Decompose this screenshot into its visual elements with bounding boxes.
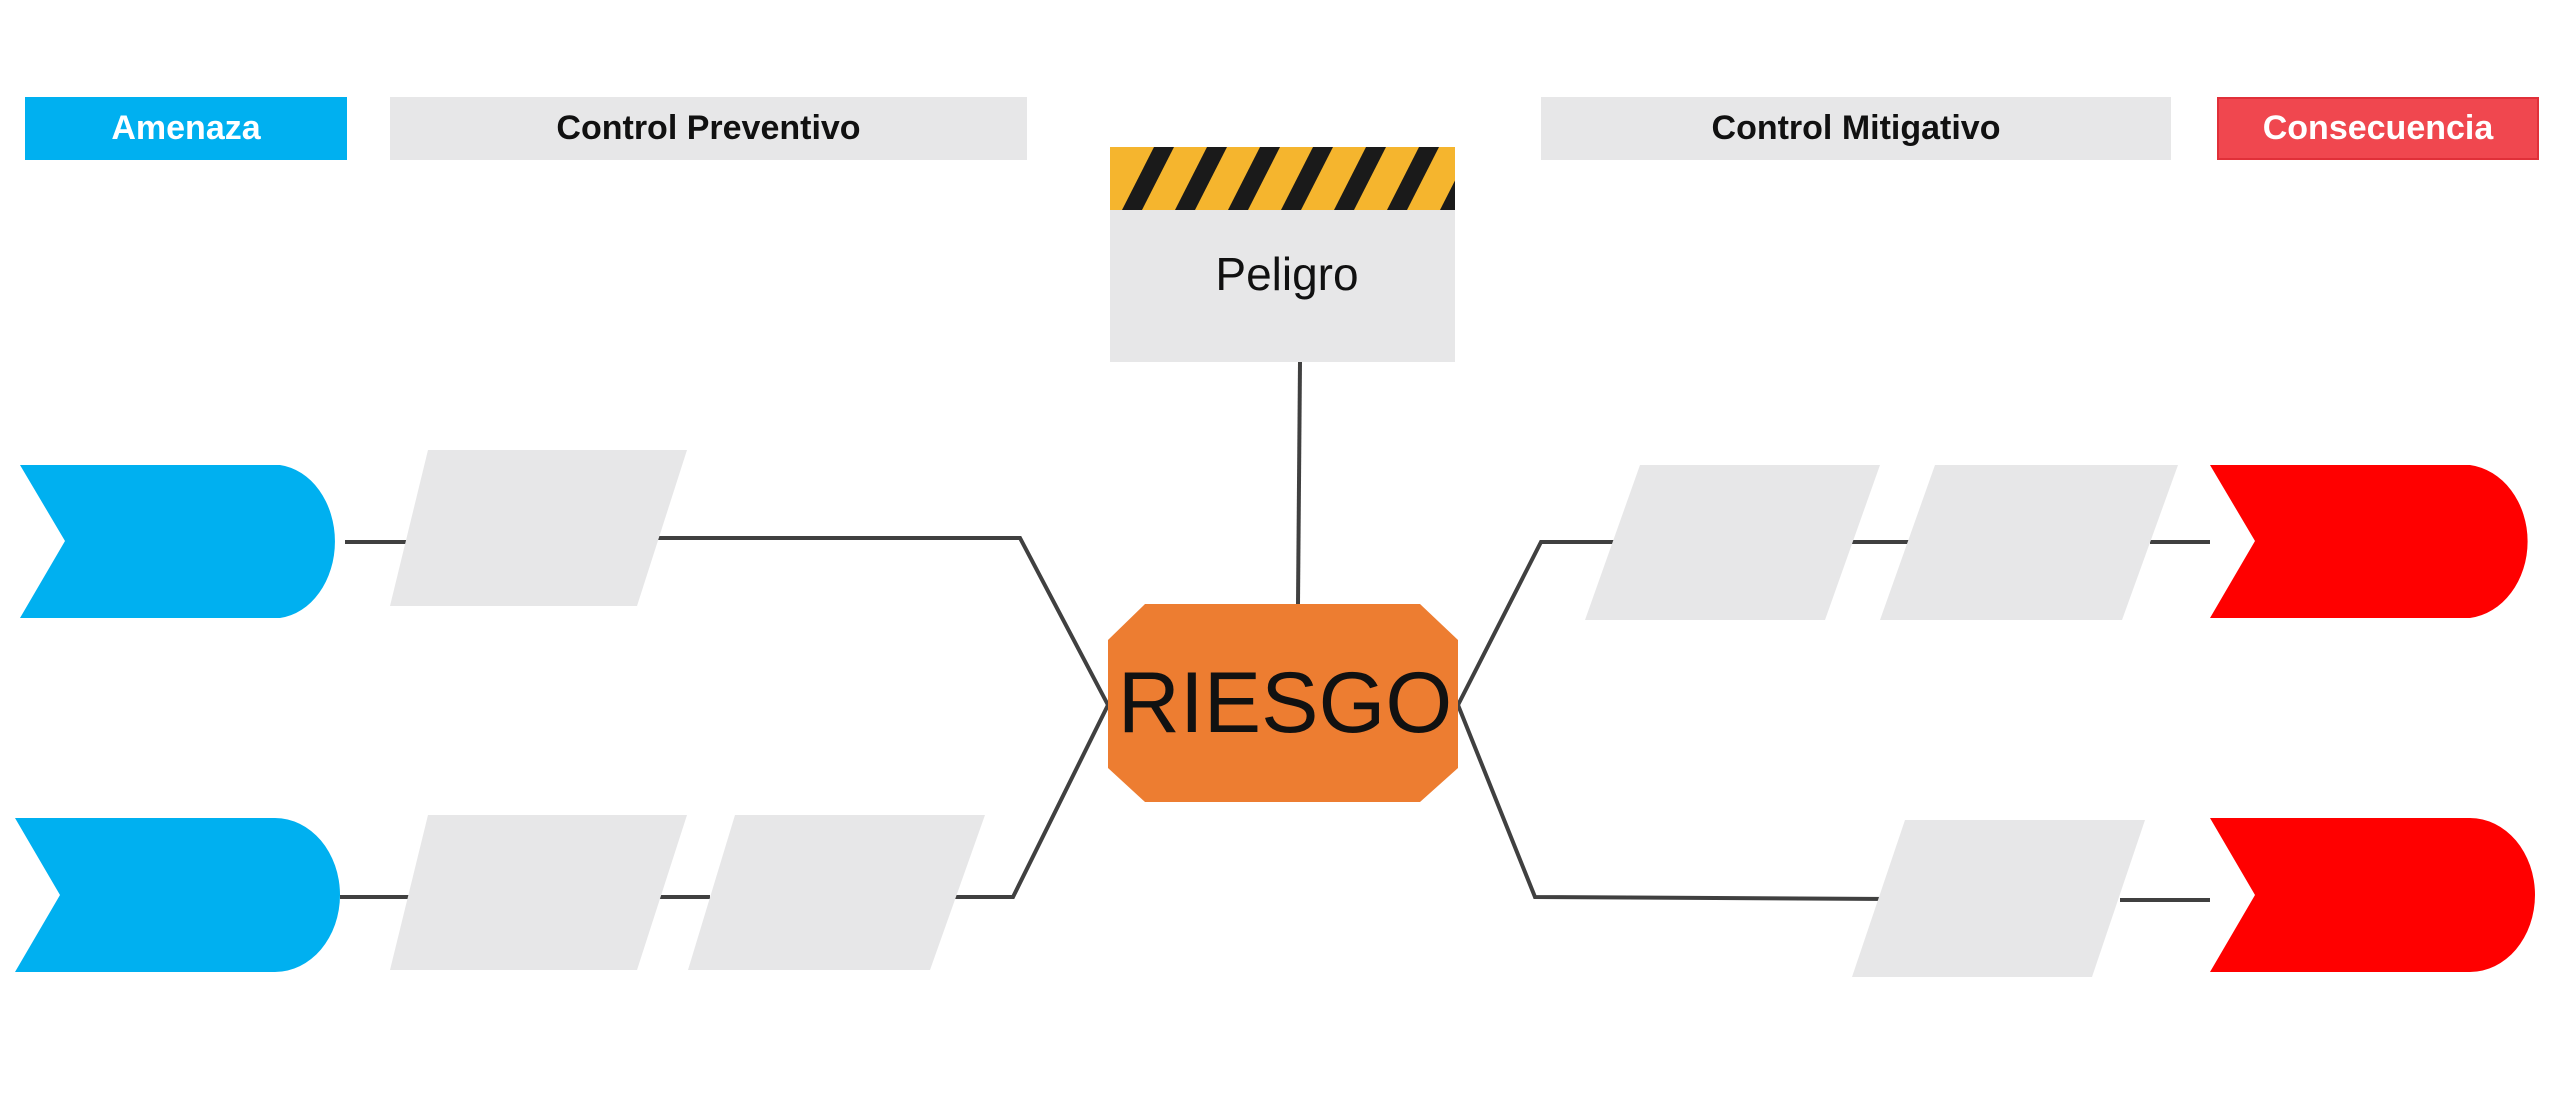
control-preventivo-header: Control Preventivo xyxy=(390,97,1027,160)
hazard-stripes xyxy=(1122,147,1455,210)
preventive-control-2-2 xyxy=(688,815,985,970)
risk-node: RIESGO xyxy=(1108,604,1458,802)
risk-label: RIESGO xyxy=(1118,655,1453,751)
preventive-control-2-1 xyxy=(390,815,687,970)
connector-threat-1-to-risk xyxy=(650,536,1110,706)
mitigative-control-2-1 xyxy=(1852,820,2145,977)
threat-shape-2 xyxy=(15,818,340,972)
consequence-shape-1 xyxy=(2210,465,2528,618)
connector-hazard-to-risk xyxy=(1296,361,1302,605)
threat-shape-1 xyxy=(20,465,335,618)
preventive-control-1-1 xyxy=(390,450,687,606)
consequence-shape-2 xyxy=(2210,818,2535,972)
hazard-box: Peligro xyxy=(1110,147,1455,362)
control-mitigativo-header: Control Mitigativo xyxy=(1541,97,2171,160)
risk-octagon xyxy=(1108,604,1458,802)
connector-risk-to-consequence-2 xyxy=(1456,704,1891,901)
amenaza-header: Amenaza xyxy=(25,97,347,160)
connector-threat-2-to-risk xyxy=(950,704,1110,899)
mitigative-control-1-2 xyxy=(1880,465,2178,620)
consecuencia-header: Consecuencia xyxy=(2217,97,2539,160)
hazard-label: Peligro xyxy=(1215,248,1358,300)
mitigative-control-1-1 xyxy=(1585,465,1880,620)
connector-risk-to-consequence-1 xyxy=(1456,540,1620,706)
